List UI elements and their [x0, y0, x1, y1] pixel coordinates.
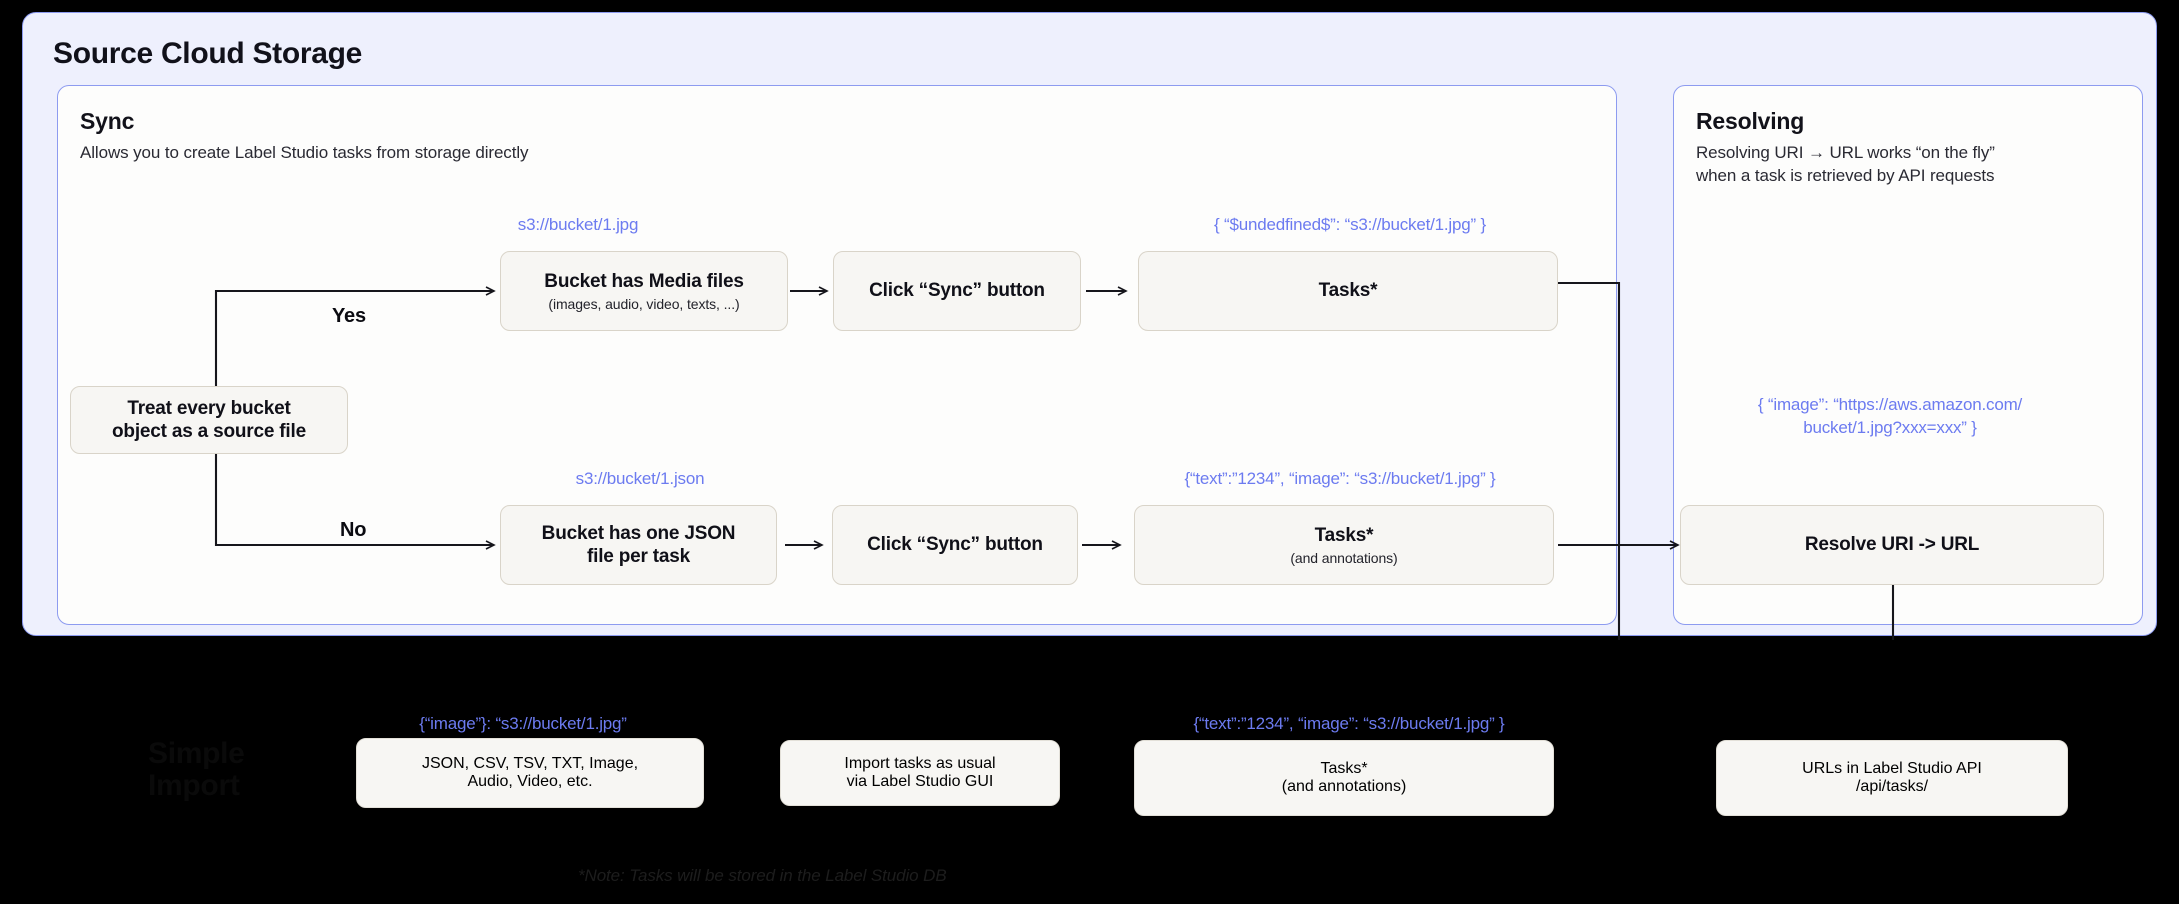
node-urls-in-label-studio-api[interactable]: URLs in Label Studio API /api/tasks/	[1716, 740, 2068, 816]
node-tasks-json[interactable]: Tasks* (and annotations)	[1134, 505, 1554, 585]
node-subtitle: /api/tasks/	[1855, 778, 1929, 795]
node-subtitle: (and annotations)	[1290, 550, 1398, 567]
node-tasks-simple-import[interactable]: Tasks* (and annotations)	[1134, 740, 1554, 816]
node-treat-every-bucket-object[interactable]: Treat every bucket object as a source fi…	[70, 386, 348, 454]
node-tasks-media[interactable]: Tasks*	[1138, 251, 1558, 331]
node-subtitle: (images, audio, video, texts, ...)	[548, 296, 740, 313]
branch-label-yes: Yes	[332, 305, 366, 327]
node-title: JSON, CSV, TSV, TXT, Image, Audio, Video…	[421, 755, 639, 790]
node-title: Click “Sync” button	[869, 280, 1045, 302]
node-subtitle: (and annotations)	[1281, 778, 1407, 795]
node-supported-formats[interactable]: JSON, CSV, TSV, TXT, Image, Audio, Video…	[356, 738, 704, 808]
json-uri-label: s3://bucket/1.json	[575, 469, 705, 488]
node-resolve-uri-to-url[interactable]: Resolve URI -> URL	[1680, 505, 2104, 585]
node-bucket-has-media-files[interactable]: Bucket has Media files (images, audio, v…	[500, 251, 788, 331]
node-click-sync-button-media[interactable]: Click “Sync” button	[833, 251, 1081, 331]
node-title: Resolve URI -> URL	[1804, 534, 1980, 556]
node-title: Click “Sync” button	[867, 534, 1043, 556]
node-click-sync-button-json[interactable]: Click “Sync” button	[832, 505, 1078, 585]
resolving-card-title: Resolving	[1696, 108, 1805, 134]
node-title: Tasks*	[1320, 760, 1368, 777]
simple-import-payload-label: {“text”:”1234”, “image”: “s3://bucket/1.…	[1193, 714, 1505, 733]
resolving-card-subtitle: Resolving URI → URL works “on the fly” w…	[1696, 143, 1995, 185]
node-title: Tasks*	[1318, 280, 1378, 302]
node-title: Bucket has Media files	[544, 270, 744, 292]
branch-label-no: No	[340, 519, 367, 541]
sync-card-subtitle: Allows you to create Label Studio tasks …	[80, 143, 529, 162]
footnote: *Note: Tasks will be stored in the Label…	[578, 866, 947, 885]
node-title: Bucket has one JSON file per task	[541, 522, 736, 567]
node-title: URLs in Label Studio API	[1802, 760, 1982, 777]
node-title: Tasks*	[1314, 524, 1374, 546]
media-uri-label: s3://bucket/1.jpg	[517, 215, 639, 234]
simple-import-formats-label: {“image”}: “s3://bucket/1.jpg”	[419, 714, 627, 733]
media-payload-label: { “$undedfined$”: “s3://bucket/1.jpg” }	[1214, 215, 1486, 234]
page-title: Source Cloud Storage	[53, 37, 363, 70]
node-title: Import tasks as usual via Label Studio G…	[844, 755, 996, 790]
node-title: Treat every bucket object as a source fi…	[112, 397, 306, 442]
simple-import-heading: Simple Import	[148, 737, 245, 803]
node-bucket-has-one-json-file[interactable]: Bucket has one JSON file per task	[500, 505, 777, 585]
sync-card-title: Sync	[80, 108, 135, 134]
node-import-tasks-via-gui[interactable]: Import tasks as usual via Label Studio G…	[780, 740, 1060, 806]
resolving-payload-label: { “image”: “https://aws.amazon.com/ buck…	[1757, 395, 2023, 437]
json-payload-label: {“text”:”1234”, “image”: “s3://bucket/1.…	[1184, 469, 1496, 488]
